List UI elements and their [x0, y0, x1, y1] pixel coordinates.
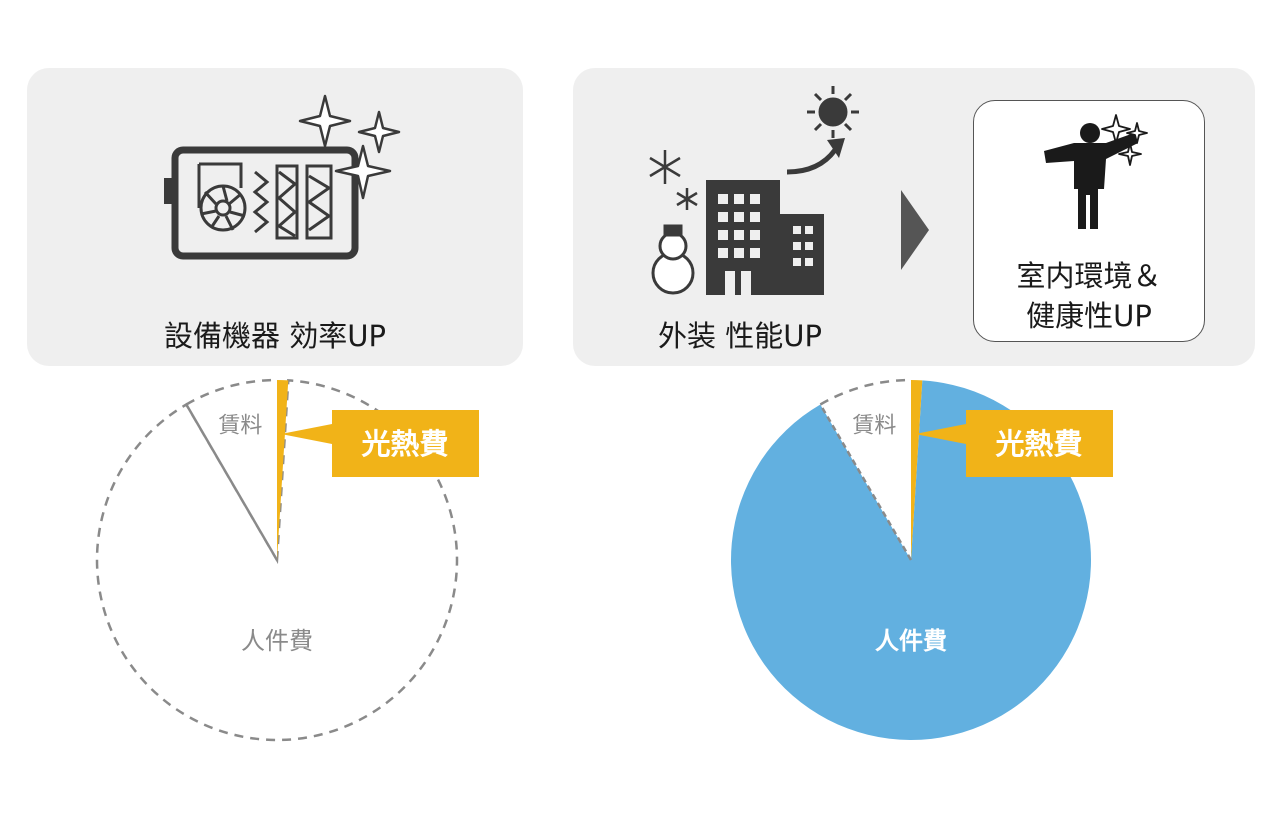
triangle-right-icon: [901, 190, 929, 270]
pie-rent-arc: [185, 378, 278, 406]
callout-box: [332, 410, 479, 477]
envelope-icons: [649, 86, 929, 295]
pie-rent-separator: [819, 403, 913, 561]
pie-label-labor: 人件費: [241, 627, 313, 655]
person-sparkle-icon: [1044, 114, 1148, 229]
callout-label-utility: 光熱費: [995, 427, 1082, 461]
building-icon: [706, 180, 824, 295]
callout-pointer: [914, 424, 966, 444]
pie-label-rent: 賃料: [852, 413, 896, 438]
hvac-unit-sparkle-icon: [164, 94, 401, 260]
sun-icon: [807, 86, 859, 138]
equipment-label: 設備機器 効率UP: [164, 319, 386, 353]
equipment-panel: 設備機器 効率UP: [27, 68, 523, 366]
pie-label-labor: 人件費: [875, 627, 947, 655]
pie-slice-utility: [277, 380, 289, 560]
snowman-icon: [651, 224, 695, 295]
environment-line-1: 室内環境＆: [1016, 259, 1162, 293]
pie-slice-rent: [820, 380, 911, 560]
callout-pointer: [280, 424, 332, 444]
environment-line-2: 健康性UP: [1026, 299, 1152, 333]
envelope-panel: 外装 性能UP 室内環境＆ 健康性UP: [573, 68, 1255, 366]
indoor-environment-box: 室内環境＆ 健康性UP: [973, 100, 1205, 342]
pie-slice-rent: [186, 380, 277, 560]
pie-rent-arc: [819, 378, 912, 406]
envelope-label: 外装 性能UP: [658, 319, 822, 353]
pie-label-rent: 賃料: [218, 413, 262, 438]
callout-label-utility: 光熱費: [361, 427, 448, 461]
callout-box: [966, 410, 1113, 477]
pie-rent-separator: [185, 403, 279, 561]
pie-slice-utility: [911, 380, 923, 560]
snowflake-icon: [649, 150, 698, 210]
arrow-icon: [786, 138, 845, 175]
